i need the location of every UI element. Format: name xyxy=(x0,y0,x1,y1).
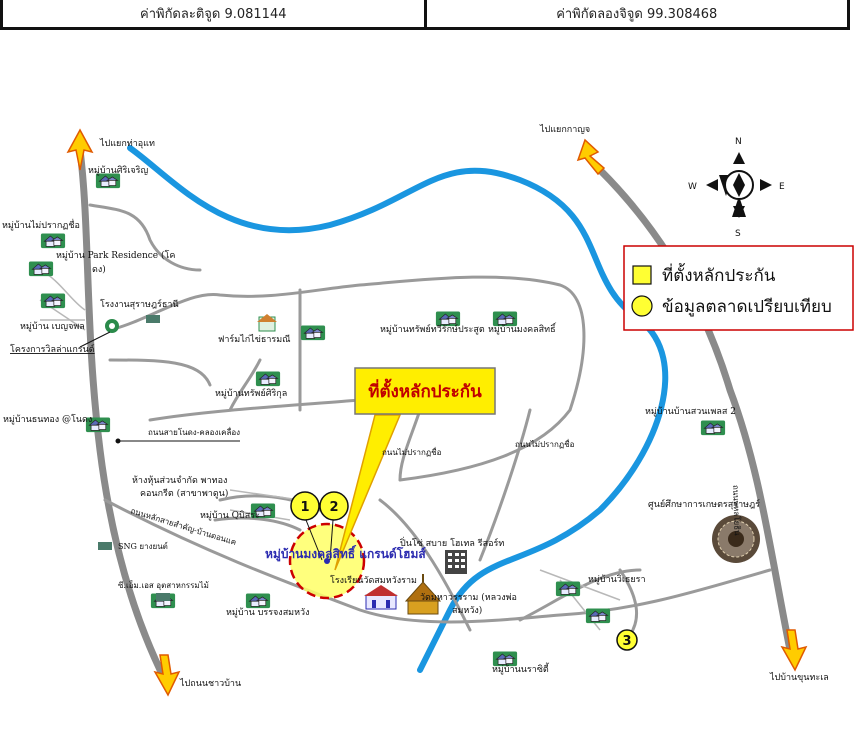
label-school: โรงเรียนวัดสมหวังราม xyxy=(330,575,417,586)
svg-text:3: 3 xyxy=(622,634,631,649)
compass-west: W xyxy=(688,182,697,192)
label-to-surat-city: ไปถนนชาวบ้าน xyxy=(179,678,241,689)
label-sevens: ซี.เอ็ม.เอส อุตสาหกรรมไม้ xyxy=(118,580,209,590)
svg-text:2: 2 xyxy=(329,500,338,515)
arrow-south-right xyxy=(780,629,808,672)
legend-collateral-label: ที่ตั้งหลักประกัน xyxy=(662,263,776,286)
compass-south: S xyxy=(735,229,741,239)
label-ban-monkon: หมู่บ้านมงคลสิทธิ์ xyxy=(488,322,557,335)
compass-north: N xyxy=(735,137,742,147)
label-temple-2: สมหวัง) xyxy=(452,605,482,616)
label-market: ห้างหุ้นส่วนจำกัด พาทอง xyxy=(132,475,227,486)
label-highway: ถนนพหลโยธิน xyxy=(731,485,743,536)
label-ban-sappirom: หมู่บ้านทรัพย์ทวีรักษ์ประสูต xyxy=(380,323,485,335)
collateral-point xyxy=(324,558,330,564)
label-to-kanchanadit: ไปแยกกาญจ xyxy=(539,124,590,135)
river xyxy=(127,145,669,673)
collateral-callout: ที่ตั้งหลักประกัน xyxy=(334,367,496,571)
center-icon xyxy=(712,515,760,563)
label-center: ศูนย์ศึกษาการเกษตรสุราษฎร์ xyxy=(648,498,760,510)
location-map: ที่ตั้งหลักประกัน 1 2 3 ไปแยกท่าอุแท ไปแ… xyxy=(2,124,854,697)
label-leaders xyxy=(79,331,240,444)
label-rongngan: โรงงานสุราษฎร์ธานี xyxy=(100,298,179,310)
label-park-residence-2: ดง) xyxy=(92,264,106,275)
legend-market-label: ข้อมูลตลาดเปรียบเทียบ xyxy=(662,297,832,317)
label-ban-lantop: หมู่บ้านบ้านสวนเพลส 2 xyxy=(645,406,736,417)
farm-icon xyxy=(257,314,277,332)
label-ban-bueng: หมู่บ้าน เบญจพล xyxy=(20,321,85,332)
market-point-2: 2 xyxy=(319,491,349,561)
longitude-value: ค่าพิกัดลองจิจูด 99.308468 xyxy=(423,0,848,27)
label-sng: SNG ยางยนต์ xyxy=(118,541,168,551)
highway xyxy=(76,146,794,684)
label-rongrian: โครงการวิลล่าแกรนด์ xyxy=(10,343,95,355)
svg-text:ที่ตั้งหลักประกัน: ที่ตั้งหลักประกัน xyxy=(368,378,482,402)
svg-text:1: 1 xyxy=(300,500,309,515)
latitude-value: ค่าพิกัดละติจูด 9.081144 xyxy=(140,7,287,22)
arrow-south-left xyxy=(153,654,181,697)
label-ban-bunprong: หมู่บ้าน บรรจงสมหวัง xyxy=(226,607,310,618)
legend-market-swatch xyxy=(631,295,653,317)
label-unnamed-road: ถนนไม่ปรากฏชื่อ xyxy=(382,446,442,457)
label-market-2: คอนกรีต (สาขาพาดูน) xyxy=(140,488,228,499)
market-point-1: 1 xyxy=(290,491,323,561)
label-temple: วัดมหาวรรราม (หลวงพ่อ xyxy=(420,592,517,603)
label-ban-thon: หมู่บ้านธนทอง @โนดง xyxy=(3,414,92,425)
school-icon xyxy=(364,585,398,610)
direction-arrows xyxy=(66,128,808,697)
legend-collateral-swatch xyxy=(632,265,652,285)
arrow-north-right xyxy=(576,138,606,176)
temple-icon xyxy=(404,574,442,615)
village-icon xyxy=(105,319,119,333)
label-subject: หมู่บ้านมงคลสิทธิ์ แกรนด์โฮมส์ xyxy=(265,545,426,562)
place-labels: ไปแยกท่าอุแท ไปแยกกาญจ ไปบ้านขุนทะเล ไปถ… xyxy=(2,124,829,689)
map-legend: ที่ตั้งหลักประกัน ข้อมูลตลาดเปรียบเทียบ xyxy=(623,245,854,331)
label-sapsirikul: หมู่บ้านทรัพย์ศิริกุล xyxy=(215,387,287,399)
label-mai-prakhan: หมู่บ้านไม่ปรากฏชื่อ xyxy=(2,218,80,231)
label-road-name: ถนนสายโนดง-คลองเคลื่อง xyxy=(148,426,240,437)
label-to-phunphin: ไปบ้านขุนทะเล xyxy=(769,672,829,683)
coordinate-bar: ค่าพิกัดละติจูด 9.081144 ค่าพิกัดลองจิจู… xyxy=(0,0,850,30)
compass-east: E xyxy=(779,182,785,192)
label-pipok: ปิ่นโซ่ สบาย โฮเทล รีสอร์ท xyxy=(400,536,505,549)
hotel-icon xyxy=(445,550,467,574)
label-ban-siricharoen: หมู่บ้านศิริเจริญ xyxy=(88,165,149,176)
label-unnamed-road-2: ถนนไม่ปรากฏชื่อ xyxy=(515,438,575,449)
compass-icon: N S W E xyxy=(688,137,785,239)
label-ban-naracity: หมู่บ้านนราซิตี้ xyxy=(492,662,550,675)
label-to-tha-chang: ไปแยกท่าอุแท xyxy=(99,138,155,149)
market-point-3: 3 xyxy=(616,629,638,651)
label-park-residence: หมู่บ้าน Park Residence (โค xyxy=(56,250,175,261)
arrow-north-left xyxy=(66,128,94,171)
label-ban-qbiz: หมู่บ้าน Qบิสระ xyxy=(200,510,260,521)
label-farm: ฟาร์มไก่ไข่ธารมณี xyxy=(218,333,291,345)
factory-icon xyxy=(98,315,170,601)
label-ban-withara: หมู่บ้านวิเธยรา xyxy=(588,574,646,585)
